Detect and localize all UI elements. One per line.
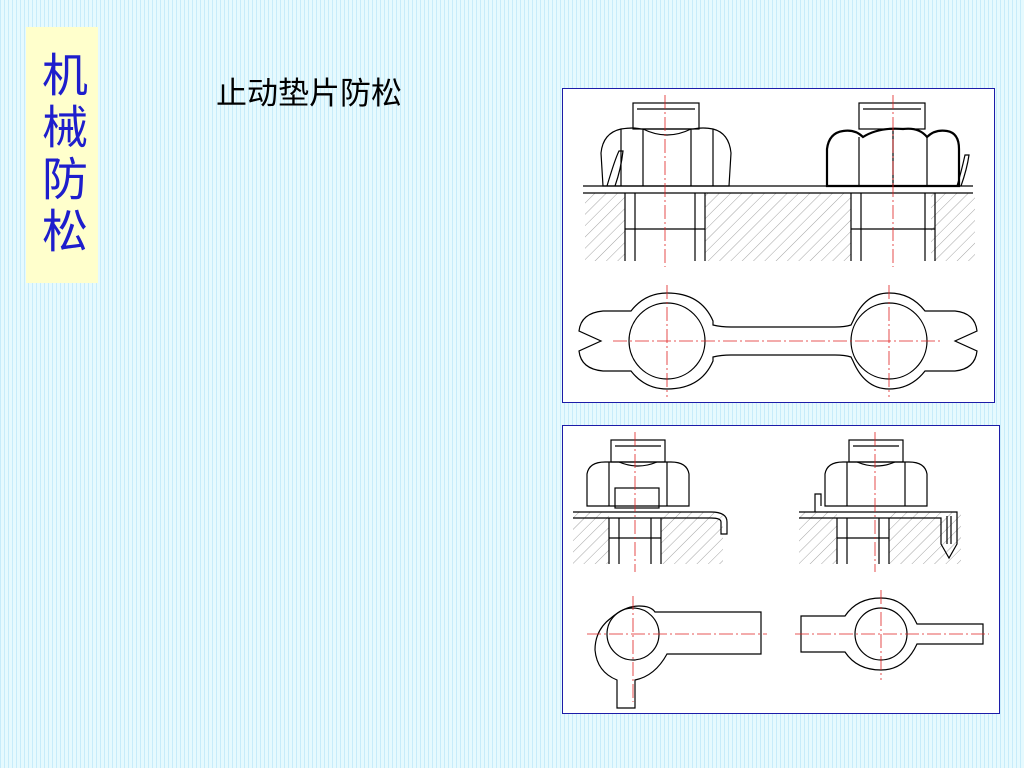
left-bolt-assembly [600,95,732,267]
page-heading: 止动垫片防松 [216,76,402,112]
tab-washer-drawing-top-svg [578,95,978,397]
sidebar-title-box: 机械防松 [26,27,98,283]
left-tab-washer-plan [587,596,767,709]
double-tab-washer-plan [578,285,978,397]
base-section-hatch [585,193,975,261]
sidebar-title: 机械防松 [35,51,89,259]
right-tab-washer-plan [795,590,989,680]
tab-washer-drawing-bottom [562,425,1000,714]
right-bolt-assembly [825,95,970,267]
tab-washer-drawing-top [562,88,995,403]
right-tab-washer-assembly [799,432,961,572]
left-tab-washer-assembly [573,432,728,572]
tab-washer-drawing-bottom-svg [573,432,989,709]
